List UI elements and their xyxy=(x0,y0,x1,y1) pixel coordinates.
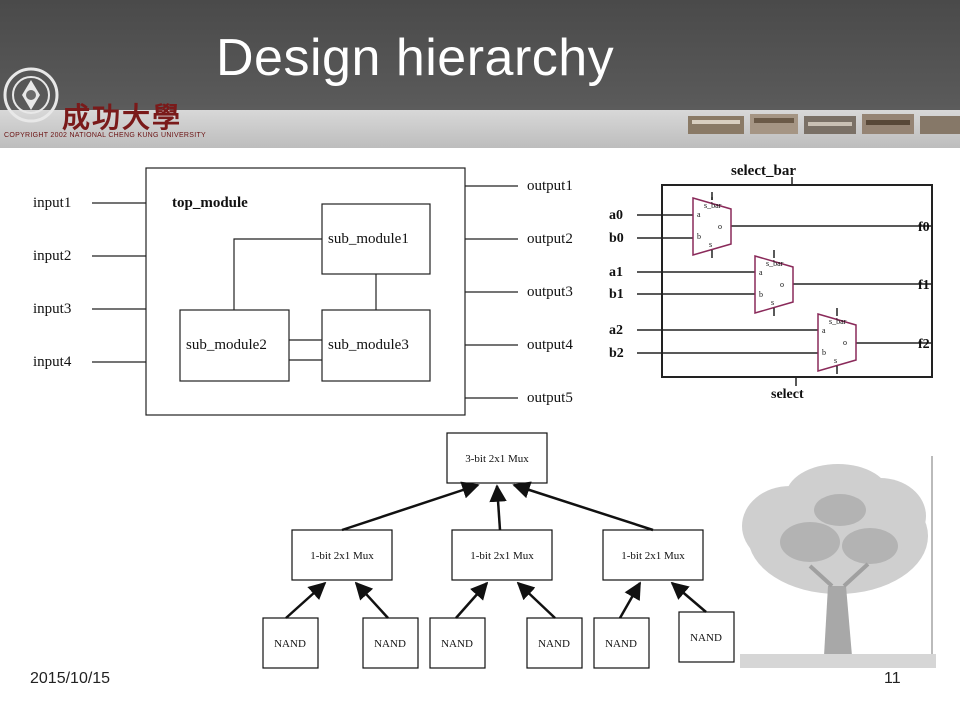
sub-module-3-box xyxy=(321,309,431,382)
pin-label: s xyxy=(709,240,712,249)
pin-label: o xyxy=(718,222,722,231)
input-label: input4 xyxy=(33,354,72,370)
tree-edge xyxy=(618,581,642,619)
mux-node-box xyxy=(451,529,553,581)
sub-module-label: sub_module2 xyxy=(186,337,267,353)
tree-edge xyxy=(489,484,507,531)
tree-edge xyxy=(354,581,389,619)
output-label: output5 xyxy=(527,390,573,406)
campus-photos xyxy=(688,114,960,134)
nand-node-box xyxy=(262,617,319,669)
mux-cell-0 xyxy=(692,192,732,258)
mux-cell-2 xyxy=(817,308,857,374)
tree-edge xyxy=(285,581,327,619)
output-label: output1 xyxy=(527,178,573,194)
header-photo-strip xyxy=(0,110,960,148)
mux-cell-1 xyxy=(754,250,794,316)
output-label: output4 xyxy=(527,337,573,353)
input-label: input1 xyxy=(33,195,71,211)
slide-page-number: 11 xyxy=(884,670,901,687)
slide-title: Design hierarchy xyxy=(216,29,615,87)
mux-input-label: b0 xyxy=(609,231,624,246)
mux-input-label: a1 xyxy=(609,265,623,280)
root-node-box xyxy=(446,432,548,484)
sub-module-label: sub_module3 xyxy=(328,337,409,353)
mux-input-label: b2 xyxy=(609,346,624,361)
tree-edge xyxy=(512,481,654,532)
pin-label: o xyxy=(780,280,784,289)
input-label: input2 xyxy=(33,248,71,264)
pin-label: s_bar xyxy=(766,259,784,268)
mux-output-label: f1 xyxy=(918,278,930,293)
slide-date: 2015/10/15 xyxy=(30,670,111,687)
nand-node-label: NAND xyxy=(441,638,473,650)
sub-module-2-box xyxy=(179,309,290,382)
tree-edge xyxy=(455,581,489,619)
pin-label: s_bar xyxy=(829,317,847,326)
mux-input-label: b1 xyxy=(609,287,624,302)
university-seal-icon xyxy=(3,67,59,123)
copyright-text: COPYRIGHT 2002 NATIONAL CHENG KUNG UNIVE… xyxy=(4,132,207,139)
sub-module-1-box xyxy=(321,203,431,275)
select-bar-label: select_bar xyxy=(731,163,796,179)
nand-node-label: NAND xyxy=(690,632,722,644)
sub-module-label: sub_module1 xyxy=(328,231,409,247)
schematic-border xyxy=(661,184,933,378)
select-label: select xyxy=(771,387,804,402)
mux-input-label: a0 xyxy=(609,208,623,223)
pin-label: b xyxy=(759,290,763,299)
mux-node-box xyxy=(602,529,704,581)
output-label: output3 xyxy=(527,284,573,300)
pin-label: a xyxy=(759,268,763,277)
nand-node-box xyxy=(362,617,419,669)
pin-label: o xyxy=(843,338,847,347)
pin-label: a xyxy=(697,210,701,219)
hierarchy-tree-diagram: 3-bit 2x1 Mux 1-bit 2x1 Mux 1-bit 2x1 Mu… xyxy=(262,432,735,669)
nand-node-box xyxy=(593,617,650,669)
pin-label: s_bar xyxy=(704,201,722,210)
pin-label: s xyxy=(834,356,837,365)
nand-node-label: NAND xyxy=(538,638,570,650)
mux-output-label: f2 xyxy=(918,337,930,352)
nand-node-box xyxy=(678,611,735,663)
pin-label: b xyxy=(697,232,701,241)
tree-edge xyxy=(670,581,707,613)
university-logo-text: 成功大學 xyxy=(62,101,183,134)
mux-node-box xyxy=(291,529,393,581)
input-label: input3 xyxy=(33,301,71,317)
nand-node-label: NAND xyxy=(274,638,306,650)
tree-edge xyxy=(341,481,480,532)
mux-node-label: 1-bit 2x1 Mux xyxy=(621,550,685,562)
root-node-label: 3-bit 2x1 Mux xyxy=(465,453,529,465)
mux-input-label: a2 xyxy=(609,323,623,338)
mux-node-label: 1-bit 2x1 Mux xyxy=(470,550,534,562)
nand-node-box xyxy=(429,617,486,669)
nand-node-label: NAND xyxy=(374,638,406,650)
top-module-label: top_module xyxy=(172,195,248,211)
pin-label: b xyxy=(822,348,826,357)
tree-edge xyxy=(516,581,556,619)
nand-node-label: NAND xyxy=(605,638,637,650)
module-block-diagram: top_module input1 input2 input3 input4 o… xyxy=(33,167,573,416)
tree-illustration xyxy=(740,456,936,668)
pin-label: s xyxy=(771,298,774,307)
slide-header: 成功大學 COPYRIGHT 2002 NATIONAL CHENG KUNG … xyxy=(0,0,960,148)
mux-schematic: select_bar select a0 b0 a1 b1 a2 b2 f0 f… xyxy=(609,163,933,402)
output-label: output2 xyxy=(527,231,573,247)
mux-output-label: f0 xyxy=(918,220,930,235)
mux-node-label: 1-bit 2x1 Mux xyxy=(310,550,374,562)
pin-label: a xyxy=(822,326,826,335)
